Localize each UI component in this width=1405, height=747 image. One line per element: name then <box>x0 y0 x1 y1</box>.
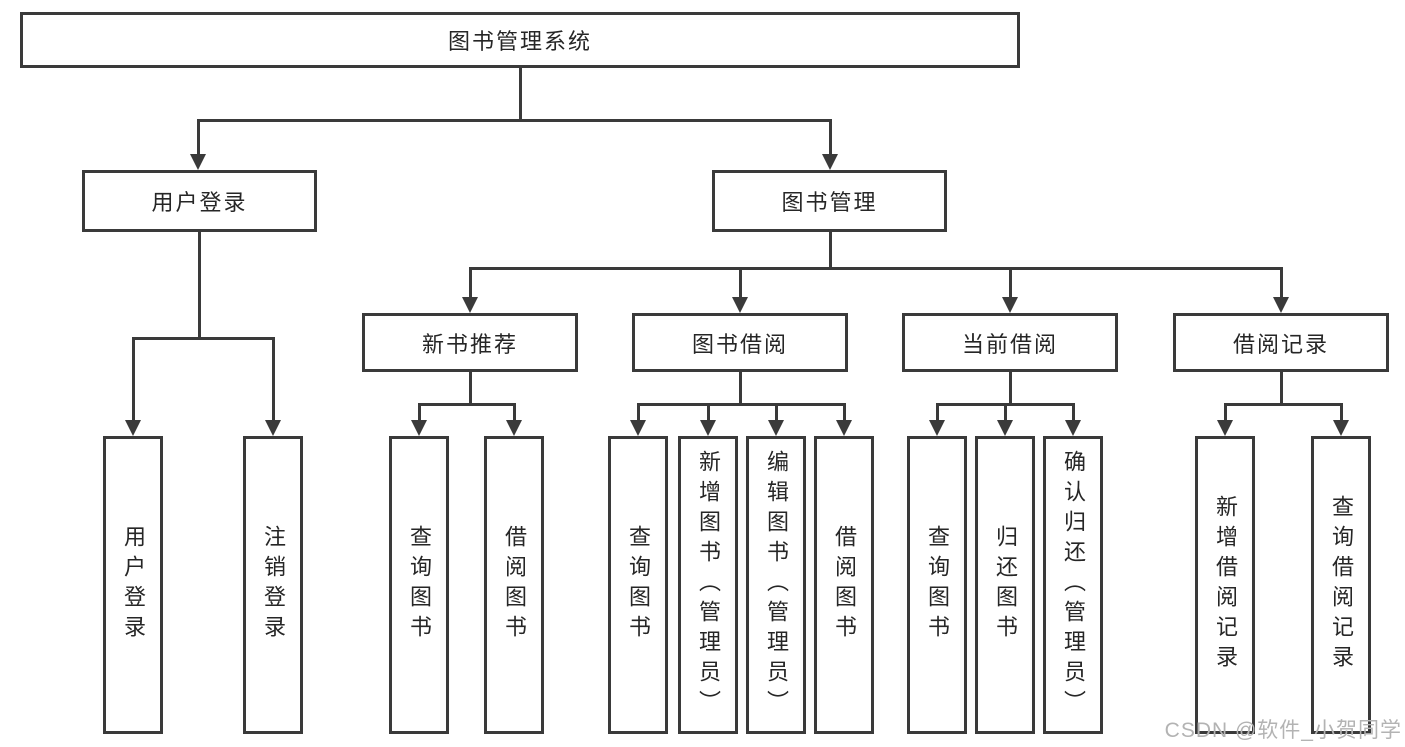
connector-stem-book-management <box>828 232 832 270</box>
leaf-add-book-admin: 新增图书（管理员） <box>678 436 738 734</box>
arrowhead-down-icon <box>929 420 945 436</box>
node-label: 新书推荐 <box>421 331 518 357</box>
arrowhead-down-icon <box>700 420 716 436</box>
arrowhead-down-icon <box>1217 420 1233 436</box>
connector-drop-book-borrow <box>842 404 846 421</box>
node-book-borrow: 图书借阅 <box>632 313 848 372</box>
connector-drop-new-book <box>417 404 421 421</box>
connector-drop-book-borrow <box>706 404 710 421</box>
connector-bar-book-management <box>468 266 1283 270</box>
node-label: 新增图书（管理员） <box>696 450 721 720</box>
node-label: 注销登录 <box>261 525 286 645</box>
arrowhead-down-icon <box>836 420 852 436</box>
node-new-book-recommend: 新书推荐 <box>362 313 578 372</box>
connector-drop-user-login <box>131 338 135 421</box>
node-label: 用户登录 <box>121 525 146 645</box>
connector-stem-current-borrow <box>1008 372 1012 406</box>
arrowhead-down-icon <box>732 297 748 313</box>
connector-bar-borrow-record <box>1223 402 1343 406</box>
arrowhead-down-icon <box>997 420 1013 436</box>
connector-drop-root <box>828 120 832 155</box>
leaf-add-borrow-record: 新增借阅记录 <box>1195 436 1255 734</box>
connector-drop-book-borrow <box>774 404 778 421</box>
node-label: 查询图书 <box>407 525 432 645</box>
arrowhead-down-icon <box>1065 420 1081 436</box>
node-label: 图书借阅 <box>691 331 788 357</box>
arrowhead-down-icon <box>822 154 838 170</box>
connector-drop-book-management <box>468 268 472 298</box>
connector-drop-borrow-record <box>1339 404 1343 421</box>
leaf-edit-book-admin: 编辑图书（管理员） <box>746 436 806 734</box>
arrowhead-down-icon <box>1333 420 1349 436</box>
node-label: 借阅图书 <box>502 525 527 645</box>
connector-drop-root <box>196 120 200 155</box>
connector-stem-user-login <box>197 232 201 340</box>
arrowhead-down-icon <box>190 154 206 170</box>
connector-drop-current-borrow <box>1071 404 1075 421</box>
arrowhead-down-icon <box>125 420 141 436</box>
node-current-borrow: 当前借阅 <box>902 313 1118 372</box>
connector-bar-new-book <box>417 402 516 406</box>
node-label: 新增借阅记录 <box>1213 495 1238 675</box>
leaf-query-book: 查询图书 <box>608 436 668 734</box>
connector-bar-root <box>196 118 832 122</box>
node-user-login: 用户登录 <box>82 170 317 232</box>
node-label: 查询借阅记录 <box>1329 495 1354 675</box>
connector-stem-new-book <box>468 372 472 406</box>
arrowhead-down-icon <box>462 297 478 313</box>
node-label: 借阅图书 <box>832 525 857 645</box>
leaf-borrow-book: 借阅图书 <box>814 436 874 734</box>
node-label: 归还图书 <box>993 525 1018 645</box>
leaf-query-borrow-record: 查询借阅记录 <box>1311 436 1371 734</box>
node-label: 编辑图书（管理员） <box>764 450 789 720</box>
leaf-logout: 注销登录 <box>243 436 303 734</box>
leaf-user-login: 用户登录 <box>103 436 163 734</box>
connector-drop-book-management <box>1279 268 1283 298</box>
connector-bar-book-borrow <box>636 402 846 406</box>
connector-bar-user-login <box>131 336 275 340</box>
connector-drop-book-borrow <box>636 404 640 421</box>
node-label: 用户登录 <box>151 190 248 215</box>
node-label: 查询图书 <box>626 525 651 645</box>
connector-stem-borrow-record <box>1279 372 1283 406</box>
arrowhead-down-icon <box>1002 297 1018 313</box>
leaf-confirm-return-admin: 确认归还（管理员） <box>1043 436 1103 734</box>
arrowhead-down-icon <box>768 420 784 436</box>
node-label: 确认归还（管理员） <box>1061 450 1086 720</box>
arrowhead-down-icon <box>630 420 646 436</box>
connector-drop-book-management <box>738 268 742 298</box>
connector-drop-current-borrow <box>1003 404 1007 421</box>
arrowhead-down-icon <box>506 420 522 436</box>
connector-drop-new-book <box>512 404 516 421</box>
node-label: 图书管理系统 <box>447 29 592 54</box>
connector-drop-user-login <box>271 338 275 421</box>
arrowhead-down-icon <box>265 420 281 436</box>
connector-drop-current-borrow <box>935 404 939 421</box>
node-borrow-record: 借阅记录 <box>1173 313 1389 372</box>
leaf-query-book: 查询图书 <box>389 436 449 734</box>
leaf-return-book: 归还图书 <box>975 436 1035 734</box>
arrowhead-down-icon <box>411 420 427 436</box>
node-book-management: 图书管理 <box>712 170 947 232</box>
connector-stem-book-borrow <box>738 372 742 406</box>
node-label: 图书管理 <box>781 190 878 215</box>
csdn-watermark: CSDN @软件_小贺同学 <box>1164 719 1402 742</box>
connector-stem-root <box>518 68 522 122</box>
node-library-management-system: 图书管理系统 <box>20 12 1020 68</box>
node-label: 当前借阅 <box>961 331 1058 357</box>
connector-drop-borrow-record <box>1223 404 1227 421</box>
leaf-borrow-book: 借阅图书 <box>484 436 544 734</box>
arrowhead-down-icon <box>1273 297 1289 313</box>
node-label: 借阅记录 <box>1232 331 1329 357</box>
node-label: 查询图书 <box>925 525 950 645</box>
leaf-query-book: 查询图书 <box>907 436 967 734</box>
connector-drop-book-management <box>1008 268 1012 298</box>
